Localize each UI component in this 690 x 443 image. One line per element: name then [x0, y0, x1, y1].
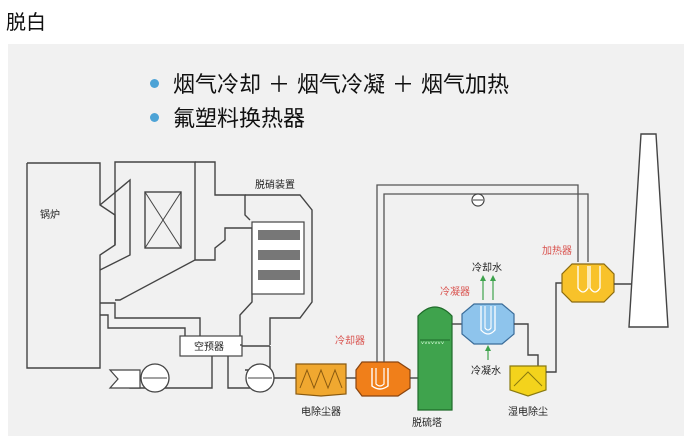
duct-return — [195, 227, 232, 261]
heater-label: 加热器 — [542, 244, 572, 257]
esp-body — [295, 363, 347, 397]
arrow-up-icon — [480, 275, 486, 281]
economizer-box — [144, 191, 182, 249]
esp-label: 电除尘器 — [301, 405, 341, 418]
esp-hoppers — [299, 368, 343, 390]
boiler-outer-duct — [114, 161, 196, 301]
arrow-up-icon — [485, 345, 491, 351]
chimney — [628, 133, 669, 328]
wet-esp-body — [509, 365, 547, 397]
heat-medium-loop — [376, 184, 579, 362]
bullet-dot-icon — [150, 112, 159, 122]
condenser-label: 冷凝器 — [440, 285, 470, 298]
denitration-reactor — [245, 194, 313, 345]
flue-duct — [514, 323, 539, 366]
flue-duct — [546, 282, 562, 373]
bullet-item: 烟气冷却 ＋ 烟气冷凝 ＋ 烟气加热 — [150, 66, 509, 100]
cooler-tube — [375, 368, 385, 387]
fan-inlet — [108, 369, 141, 389]
arrow-up-icon — [490, 275, 496, 281]
condenser-tube — [484, 306, 492, 331]
cooling-water-out-label: 冷却水 — [472, 261, 502, 274]
wet-esp-hopper — [513, 371, 543, 387]
bullet-item: 氟塑料换热器 — [150, 100, 509, 134]
condenser-body — [461, 303, 515, 345]
desulfurization-tower — [417, 306, 453, 411]
air-duct — [100, 314, 186, 336]
catalyst-layer — [258, 250, 300, 260]
boiler-outline — [26, 162, 116, 369]
cooler-label: 冷却器 — [335, 334, 365, 347]
catalyst-layer — [258, 270, 300, 280]
spray-nozzles: ᵥᵥᵥᵥᵥᵥᵥ — [421, 337, 444, 346]
bullet-list: 烟气冷却 ＋ 烟气冷凝 ＋ 烟气加热 氟塑料换热器 — [150, 66, 509, 134]
air-preheater-label: 空预器 — [194, 340, 224, 353]
wet-esp-label: 湿电除尘 — [508, 405, 548, 418]
air-duct — [100, 302, 201, 336]
page-title: 脱白 — [6, 10, 46, 34]
bullet-dot-icon — [150, 78, 159, 88]
desulfurization-label: 脱硫塔 — [412, 416, 442, 429]
denitration-label: 脱硝装置 — [255, 178, 295, 191]
duct-to-denitration — [195, 161, 251, 221]
catalyst-layer — [258, 230, 300, 240]
cooler-tube — [371, 368, 389, 390]
gas-outlet-duct — [227, 356, 250, 389]
heat-medium-loop-inner — [383, 193, 589, 362]
cooling-water-in-label: 冷凝水 — [471, 364, 501, 377]
bullet-text: 烟气冷却 ＋ 烟气冷凝 ＋ 烟气加热 — [173, 73, 509, 98]
heater-tube — [589, 266, 601, 293]
heater-tube — [577, 266, 589, 293]
economizer-cross — [144, 191, 182, 249]
bullet-text: 氟塑料换热器 — [173, 107, 306, 132]
condenser-tube — [480, 306, 496, 335]
boiler-label: 锅炉 — [40, 209, 60, 221]
denitration-inner — [232, 227, 253, 345]
cooler-body — [355, 361, 411, 397]
